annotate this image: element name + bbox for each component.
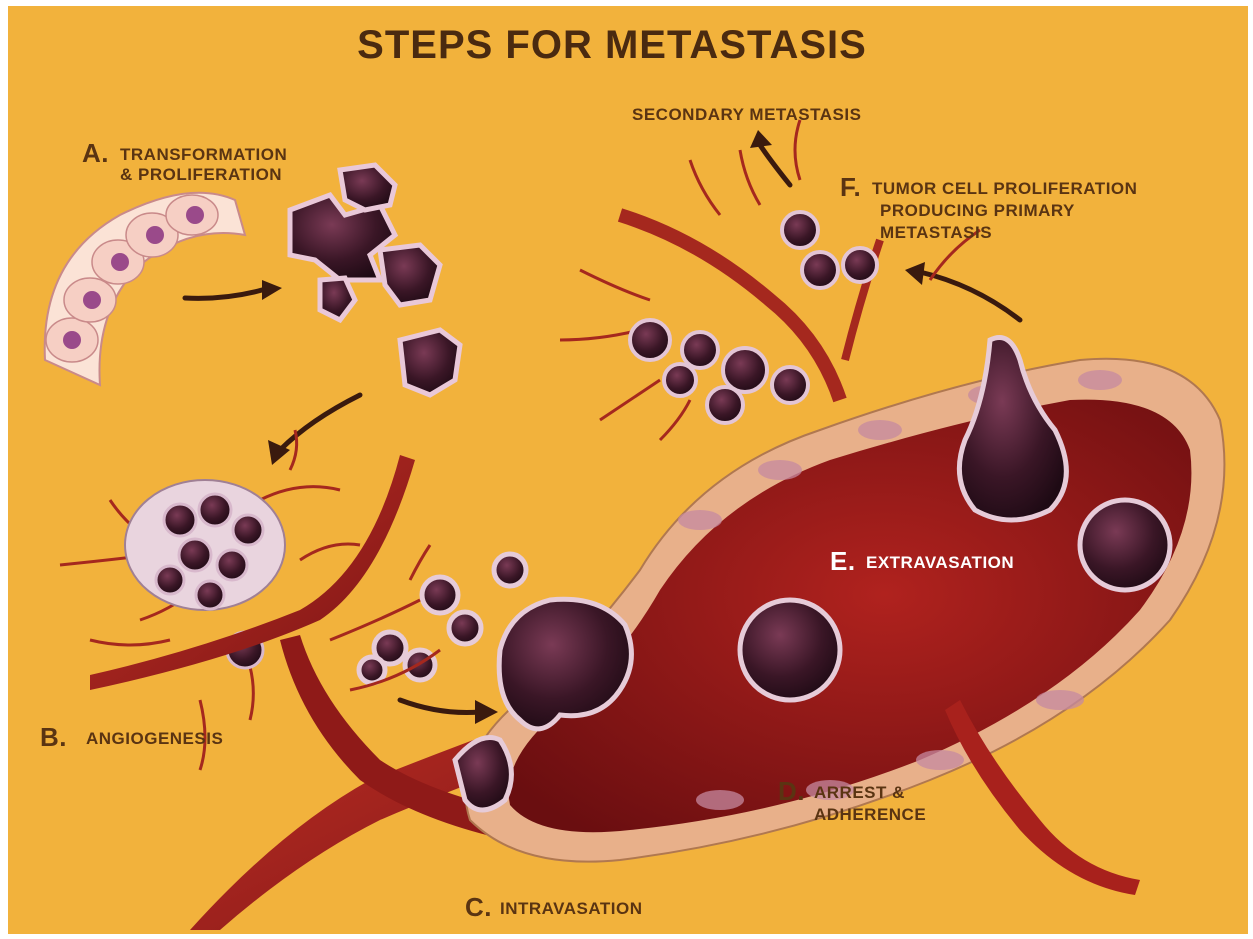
label-secondary-metastasis: SECONDARY METASTASIS: [632, 105, 861, 124]
label-a-letter: A.: [82, 138, 109, 168]
label-f-line2: PRODUCING PRIMARY: [880, 201, 1075, 220]
label-f-line1: TUMOR CELL PROLIFERATION: [872, 179, 1137, 198]
label-b-letter: B.: [40, 722, 67, 752]
label-d-line2: ADHERENCE: [814, 805, 926, 824]
label-a-line1: TRANSFORMATION: [120, 145, 287, 164]
label-c-text: INTRAVASATION: [500, 899, 643, 918]
label-b-text: ANGIOGENESIS: [86, 729, 223, 748]
label-c-letter: C.: [465, 892, 492, 922]
page-title: STEPS FOR METASTASIS: [357, 23, 867, 67]
label-d-line1: ARREST &: [814, 783, 905, 802]
label-d-letter: D.: [778, 776, 805, 806]
label-f-letter: F.: [840, 172, 861, 202]
label-a-line2: & PROLIFERATION: [120, 165, 282, 184]
label-e-text: EXTRAVASATION: [866, 553, 1014, 572]
label-f-line3: METASTASIS: [880, 223, 992, 242]
label-e-letter: E.: [830, 546, 856, 576]
